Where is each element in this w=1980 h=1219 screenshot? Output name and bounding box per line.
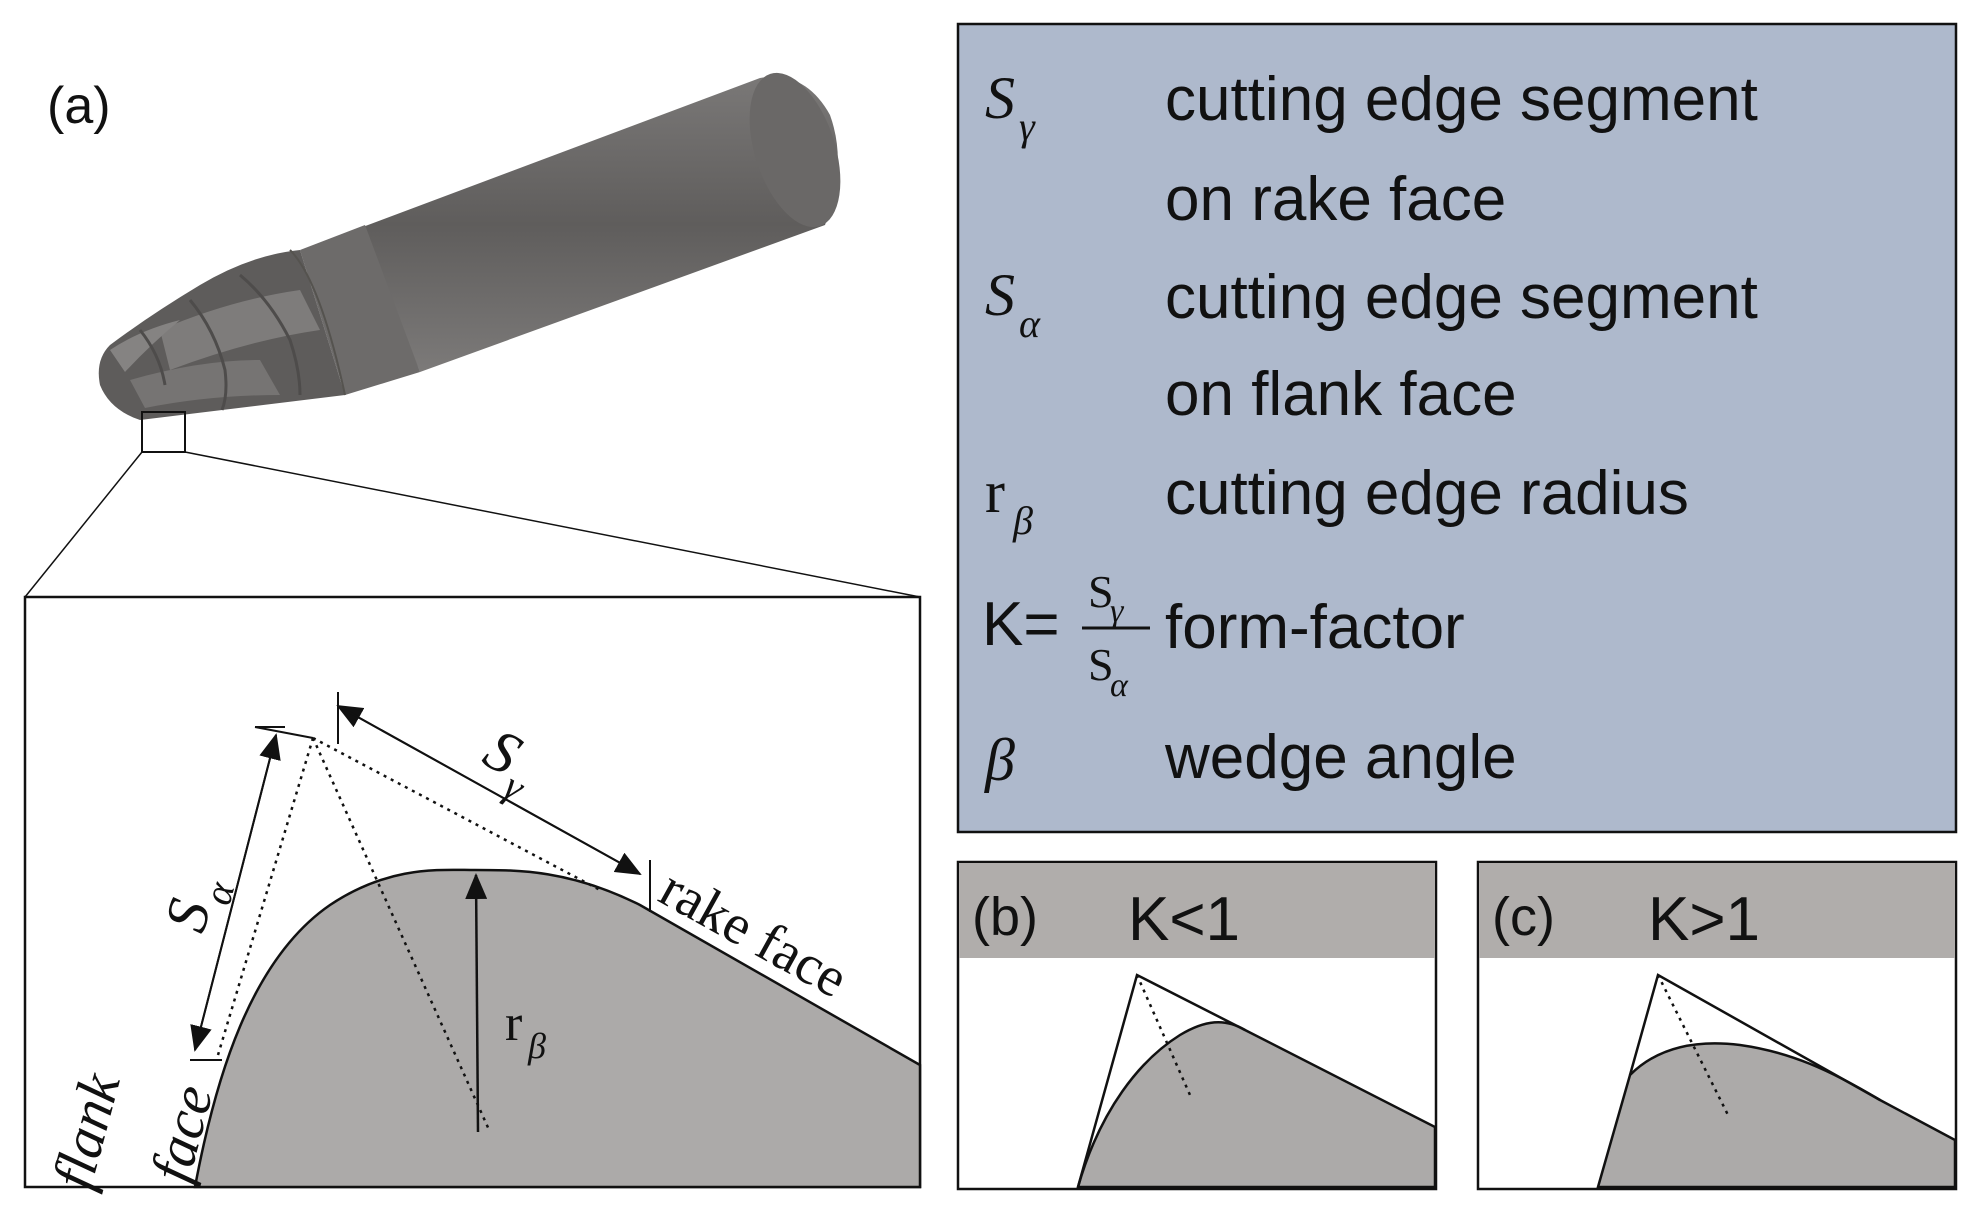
legend-item-form-factor: K= S γ S α form-factor [982,566,1465,704]
svg-text:S: S [1088,639,1114,690]
r-beta-subscript: β [527,1026,546,1066]
svg-text:S: S [985,262,1015,328]
r-beta-symbol: r [505,995,522,1052]
panel-b: (b) K<1 [956,860,1438,1191]
svg-text:S: S [985,65,1015,131]
legend-item-r-beta: r β cutting edge radius [985,459,1689,543]
panel-c: (c) K>1 [1476,860,1958,1191]
svg-text:r: r [985,459,1005,525]
tool-section-shape [193,868,922,1189]
panel-c-label: (c) [1492,887,1555,947]
svg-text:α: α [1110,667,1129,704]
legend-item-s-alpha: S α cutting edge segment on flank face [985,262,1758,429]
zoom-region-box [141,411,186,453]
svg-text:K=: K= [982,590,1060,659]
svg-text:β: β [984,727,1015,793]
legend-item-wedge-angle: β wedge angle [984,723,1517,793]
svg-text:cutting edge radius: cutting edge radius [1165,459,1689,528]
svg-text:S: S [1088,566,1114,617]
legend-item-s-gamma: S γ cutting edge segment on rake face [985,65,1758,234]
panel-b-label: (b) [972,887,1038,947]
svg-text:wedge angle: wedge angle [1164,723,1517,792]
svg-text:on rake face: on rake face [1165,165,1506,234]
svg-text:γ: γ [1019,104,1036,149]
end-mill-tool [98,72,841,420]
svg-text:β: β [1012,498,1033,543]
panel-c-condition: K>1 [1648,885,1760,954]
svg-text:form-factor: form-factor [1165,593,1465,662]
cutting-edge-detail-panel [23,595,922,1189]
svg-text:on flank face: on flank face [1165,360,1517,429]
panel-a-label: (a) [47,77,111,135]
legend-box: S γ cutting edge segment on rake face S … [956,22,1958,834]
panel-b-condition: K<1 [1128,885,1240,954]
svg-text:α: α [1019,301,1041,346]
svg-text:cutting edge segment: cutting edge segment [1165,65,1758,134]
svg-text:cutting edge segment: cutting edge segment [1165,263,1758,332]
svg-text:γ: γ [1110,593,1125,630]
